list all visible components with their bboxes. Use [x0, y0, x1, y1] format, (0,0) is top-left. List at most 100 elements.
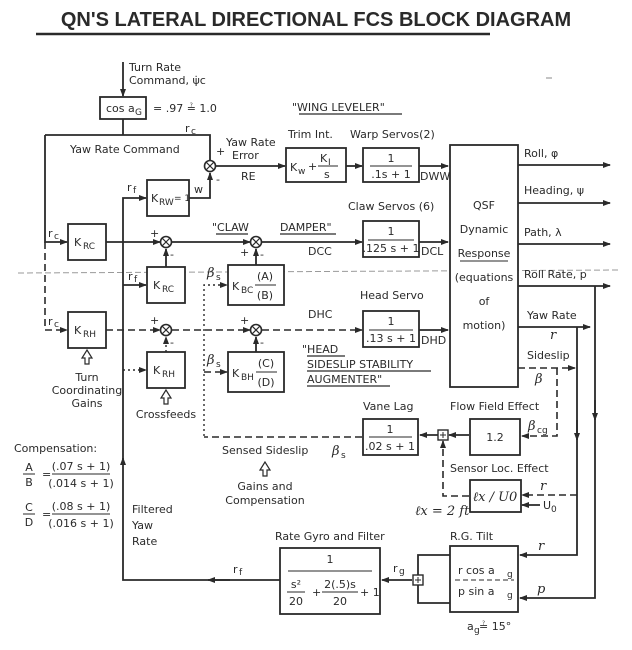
svg-text:s: s — [341, 451, 346, 461]
turn-coord-label-3: Gains — [71, 397, 102, 410]
svg-text:.02 s + 1: .02 s + 1 — [365, 440, 415, 453]
svg-text:+: + — [312, 586, 321, 599]
w-feedback-line — [189, 172, 213, 199]
claw-label: "CLAW — [212, 221, 249, 234]
kbh-block: K BH (C) (D) — [227, 351, 285, 393]
output-heading: Heading, ψ — [524, 184, 584, 197]
re-label: RE — [241, 170, 256, 183]
crossfeeds-arrow-icon — [159, 388, 173, 405]
sum-junction-gyro — [412, 574, 424, 586]
svg-text:-: - — [170, 248, 174, 261]
warp-servos-label: Warp Servos(2) — [350, 128, 435, 141]
rc-to-krh-line — [44, 242, 68, 333]
svg-text:+: + — [216, 145, 225, 158]
svg-text:(D): (D) — [257, 376, 274, 389]
beta-s-sensed-label: β — [331, 444, 340, 459]
svg-text:motion): motion) — [463, 319, 506, 332]
svg-text:=: = — [42, 508, 51, 521]
gains-label-2: Compensation — [225, 494, 304, 507]
u0-label: U — [543, 499, 551, 512]
roll-rate-feedback-line — [519, 286, 596, 601]
svg-text:f: f — [133, 186, 137, 196]
svg-text:(A): (A) — [257, 270, 273, 283]
rg-tilt-label: R.G. Tilt — [450, 530, 494, 543]
svg-text:cg: cg — [537, 426, 548, 436]
cos-ag-block: cos a G — [99, 96, 147, 120]
turn-rate-label-1: Turn Rate — [128, 61, 181, 74]
svg-text:r: r — [128, 270, 133, 283]
output-sideslip: Sideslip — [527, 349, 570, 362]
sum-junction-head-1 — [159, 323, 173, 337]
dww-label: DWW — [420, 170, 450, 183]
sensor-loc-label: Sensor Loc. Effect — [450, 462, 549, 475]
crossfeeds-label: Crossfeeds — [136, 408, 197, 421]
svg-text:I: I — [328, 158, 331, 168]
svg-text:-: - — [260, 336, 264, 349]
svg-text:c: c — [54, 320, 59, 330]
output-roll-rate: Roll Rate, p — [524, 268, 587, 281]
compensation-ab: A B = (.07 s + 1) (.014 s + 1) — [23, 460, 114, 490]
turn-coordinating-gains-arrow-icon — [80, 348, 94, 365]
sensor-loc-block: ℓx / U0 — [469, 479, 522, 513]
gains-compensation-arrow-icon — [258, 460, 272, 477]
rc-line — [45, 134, 211, 160]
svg-text:-: - — [170, 336, 174, 349]
claw-servos-label: Claw Servos (6) — [348, 200, 434, 213]
compensation-cd: C D = (.08 s + 1) (.016 s + 1) — [23, 500, 114, 530]
svg-text:c: c — [54, 232, 59, 242]
output-path: Path, λ — [524, 226, 562, 239]
svg-text:K: K — [153, 364, 161, 377]
compensation-heading: Compensation: — [14, 442, 97, 455]
rf-feedback-line — [122, 578, 280, 581]
svg-text:ℓx / U0: ℓx / U0 — [473, 490, 518, 505]
dhc-label: DHC — [308, 308, 333, 321]
svg-text:g: g — [399, 567, 405, 577]
head-ssa-label-2: SIDESLIP STABILITY — [307, 358, 413, 371]
svg-text:r cos a: r cos a — [458, 564, 495, 577]
lx-value-label: ℓx = 2 ft — [415, 504, 470, 519]
svg-text:g: g — [507, 591, 513, 601]
filtered-label-3: Rate — [132, 535, 157, 548]
krh-block: K RH — [67, 311, 107, 349]
svg-text:2(.5)s: 2(.5)s — [324, 578, 356, 591]
svg-text:K: K — [151, 192, 159, 205]
svg-text:=: = — [42, 468, 51, 481]
svg-text:-: - — [260, 248, 264, 261]
cos-ag-value: = .97 ≟ 1.0 — [153, 102, 217, 115]
svg-text:K: K — [74, 324, 82, 337]
svg-text:-: - — [216, 173, 220, 186]
svg-text:+: + — [240, 314, 249, 327]
sensor-r-label: r — [540, 479, 547, 494]
beta-cg-label: β — [527, 419, 536, 434]
dcl-label: DCL — [421, 245, 444, 258]
svg-text:g: g — [474, 626, 480, 636]
filtered-yaw-rate-bus — [122, 195, 147, 578]
wing-leveler-label: "WING LEVELER" — [292, 101, 385, 114]
svg-text:.13 s + 1: .13 s + 1 — [366, 332, 416, 345]
svg-text:RC: RC — [162, 285, 174, 295]
svg-text:(C): (C) — [258, 357, 274, 370]
svg-text:BH: BH — [241, 373, 254, 383]
turn-coord-label-2: Coordinating — [52, 384, 123, 397]
head-ssa-label-3: AUGMENTER" — [307, 373, 382, 386]
krh-feedback-block: K RH — [146, 351, 186, 389]
sum-junction-sensor — [437, 429, 449, 441]
tilt-angle-label: a — [467, 620, 474, 633]
svg-text:Dynamic: Dynamic — [460, 223, 509, 236]
tilt-p-label: p — [537, 582, 546, 597]
beta-s-label-kbh: β — [206, 353, 215, 368]
svg-text:K: K — [320, 152, 328, 165]
svg-text:+: + — [240, 246, 249, 259]
svg-text:s: s — [216, 273, 221, 283]
head-servo-block: 1 .13 s + 1 — [362, 310, 420, 348]
svg-text:p sin a: p sin a — [458, 585, 494, 598]
flow-field-block: 1.2 — [469, 418, 521, 456]
vane-lag-label: Vane Lag — [363, 400, 414, 413]
svg-text:1.2: 1.2 — [486, 431, 504, 444]
svg-text:cos a: cos a — [106, 102, 135, 115]
turn-coord-label-1: Turn — [74, 371, 98, 384]
rc-label-krc: r — [48, 227, 53, 240]
svg-text:s: s — [216, 360, 221, 370]
svg-text:s²: s² — [291, 578, 301, 591]
